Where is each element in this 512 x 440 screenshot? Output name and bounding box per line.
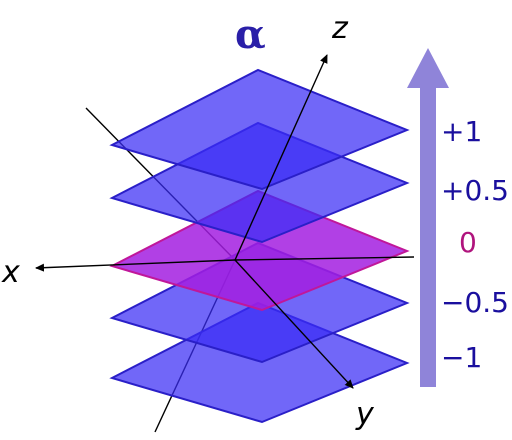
x-axis-far-line	[234, 256, 415, 261]
z-axis-label: z	[331, 11, 349, 46]
y-axis-arrow	[234, 259, 354, 389]
level-label: +1	[441, 115, 482, 148]
scale-arrow-head	[407, 48, 449, 88]
x-axis-label: x	[1, 255, 20, 290]
plane-level-1	[109, 68, 410, 191]
alpha-symbol: α	[235, 11, 266, 58]
x-axis-arrow	[35, 259, 236, 272]
scale-arrow-shaft	[420, 85, 436, 387]
planes	[109, 68, 410, 424]
level-label: +0.5	[441, 174, 509, 207]
level-label: −1	[441, 341, 482, 374]
y-axis-label: y	[355, 397, 375, 432]
axes-front	[35, 54, 415, 389]
level-label: 0	[459, 226, 477, 259]
level-label: −0.5	[441, 286, 509, 319]
z-axis-arrow	[234, 54, 328, 261]
scale-arrow	[407, 48, 449, 387]
level-labels: +1 +0.5 0 −0.5 −1	[441, 115, 509, 374]
